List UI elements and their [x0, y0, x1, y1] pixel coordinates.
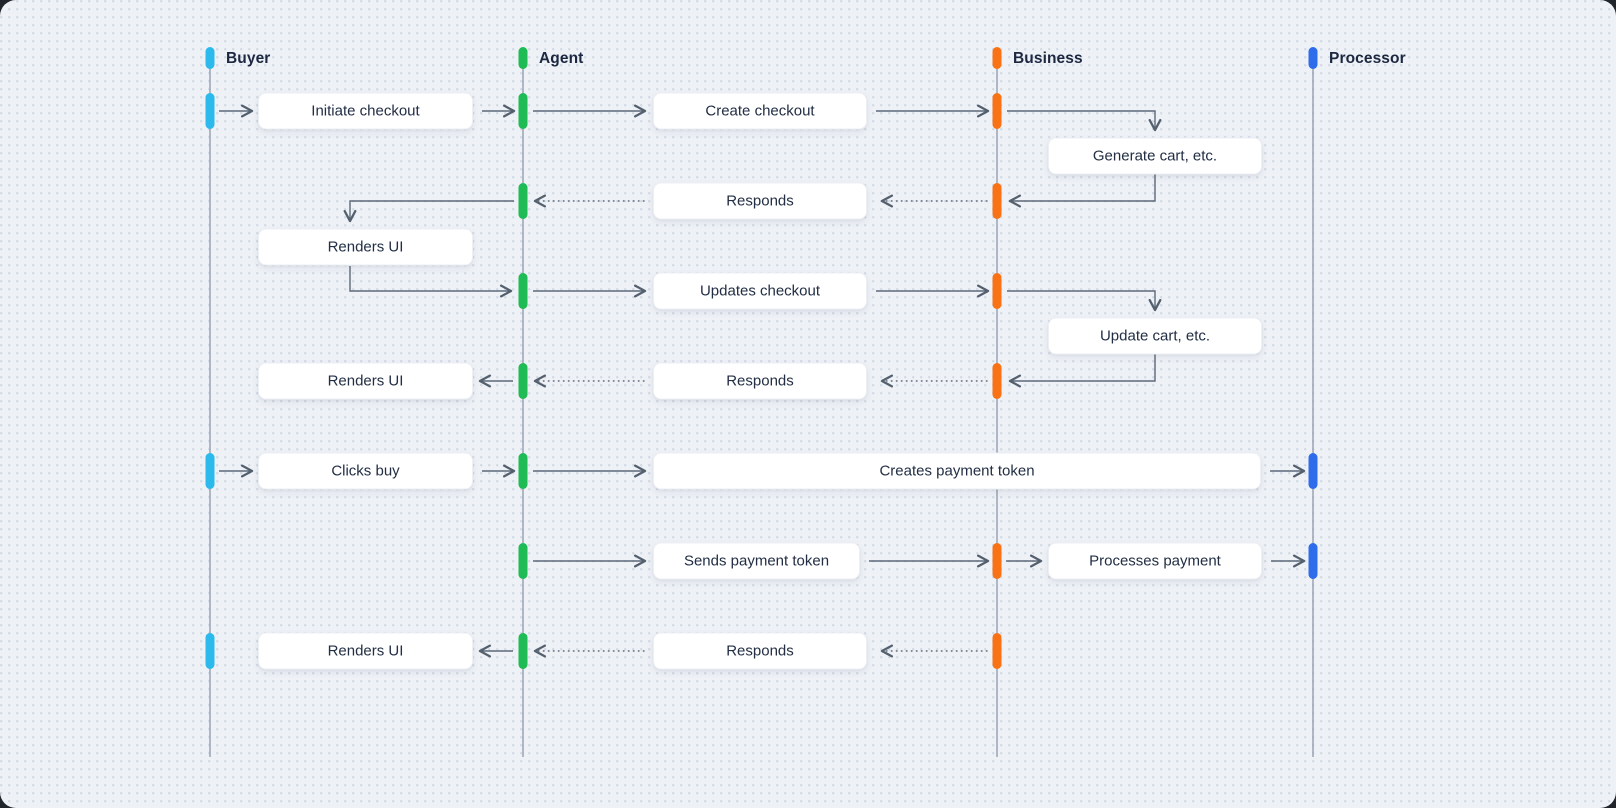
agent-activation: [518, 543, 528, 579]
business-activation: [992, 633, 1002, 669]
buyer-activation: [205, 453, 215, 489]
message-update-cart: Update cart, etc.: [1048, 317, 1262, 355]
agent-activation: [518, 363, 528, 399]
business-activation: [992, 363, 1002, 399]
business-activation: [992, 183, 1002, 219]
message-renders-ui-2: Renders UI: [258, 362, 473, 400]
message-creates-payment-token: Creates payment token: [653, 452, 1261, 490]
dotted-arrows: [533, 194, 988, 658]
agent-head-capsule: [518, 47, 528, 69]
actor-label-business: Business: [1013, 50, 1083, 67]
business-activation: [992, 93, 1002, 129]
agent-activation: [518, 273, 528, 309]
message-processes-payment: Processes payment: [1048, 542, 1262, 580]
message-renders-ui-1: Renders UI: [258, 228, 473, 266]
processor-head-capsule: [1308, 47, 1318, 69]
agent-activation: [518, 93, 528, 129]
message-sends-payment-token: Sends payment token: [653, 542, 860, 580]
message-responds-2: Responds: [653, 362, 867, 400]
business-head-capsule: [992, 47, 1002, 69]
agent-activation: [518, 183, 528, 219]
processor-activation: [1308, 543, 1318, 579]
agent-activation: [518, 453, 528, 489]
business-activation: [992, 543, 1002, 579]
agent-activation: [518, 633, 528, 669]
processor-activation: [1308, 453, 1318, 489]
message-updates-checkout: Updates checkout: [653, 272, 867, 310]
actor-label-agent: Agent: [539, 50, 584, 67]
business-activation: [992, 273, 1002, 309]
actor-label-buyer: Buyer: [226, 50, 271, 67]
message-responds-3: Responds: [653, 632, 867, 670]
actor-label-processor: Processor: [1329, 50, 1406, 67]
message-renders-ui-3: Renders UI: [258, 632, 473, 670]
message-clicks-buy: Clicks buy: [258, 452, 473, 490]
message-create-checkout: Create checkout: [653, 92, 867, 130]
message-responds-1: Responds: [653, 182, 867, 220]
buyer-head-capsule: [205, 47, 215, 69]
solid-arrows: [219, 104, 1306, 658]
buyer-activation: [205, 93, 215, 129]
message-generate-cart: Generate cart, etc.: [1048, 137, 1262, 175]
message-initiate-checkout: Initiate checkout: [258, 92, 473, 130]
buyer-activation: [205, 633, 215, 669]
